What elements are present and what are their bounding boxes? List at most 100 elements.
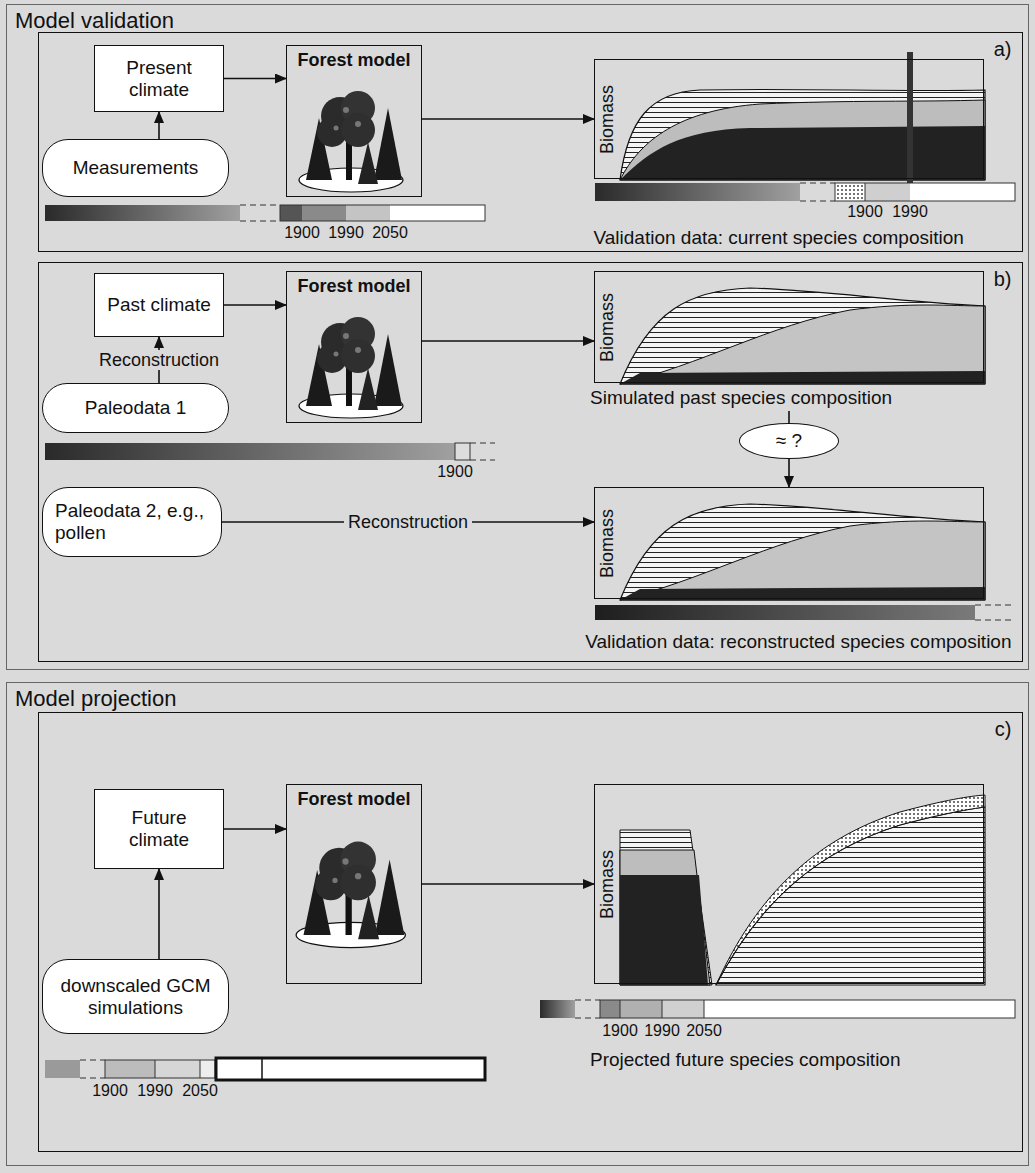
timeline-gap xyxy=(240,221,280,222)
process-box: Future climate xyxy=(94,789,224,869)
axis-label: Biomass xyxy=(597,508,618,577)
biomass-chart: Biomass xyxy=(594,59,984,179)
timeline-segment xyxy=(540,1000,575,1018)
biomass-chart: Biomass xyxy=(594,487,984,599)
model-box: Forest model xyxy=(286,271,422,423)
timeline-bar xyxy=(45,1058,485,1080)
year-label: 1990 xyxy=(644,1022,680,1040)
timeline-tick xyxy=(704,1000,705,1018)
timeline-gap xyxy=(470,443,495,444)
timeline-outline xyxy=(105,1060,215,1078)
biomass-chart-fill xyxy=(620,795,985,985)
chart-frame xyxy=(594,487,984,599)
timeline-outline xyxy=(280,205,485,221)
hatched-band xyxy=(620,288,985,384)
year-label: 1990 xyxy=(137,1082,173,1100)
forest-picture xyxy=(299,91,403,192)
hatched-band xyxy=(620,830,712,985)
connector-label: Reconstruction xyxy=(95,350,223,371)
timeline-gap xyxy=(975,605,1015,606)
connector xyxy=(788,411,790,423)
timeline-bar xyxy=(595,605,1015,620)
connector xyxy=(788,459,790,487)
model-box: Forest model xyxy=(286,45,422,197)
timeline-gap xyxy=(470,460,495,461)
box-text: Measurements xyxy=(73,157,199,179)
timeline-segment xyxy=(105,1060,155,1078)
data-source-box: downscaled GCM simulations xyxy=(42,959,229,1034)
model-heading: Forest model xyxy=(287,50,421,71)
chart-frame xyxy=(594,59,984,179)
chart-frame xyxy=(594,784,984,984)
timeline-gap xyxy=(80,1078,105,1079)
year-label: 1900 xyxy=(437,463,473,481)
grey-band xyxy=(620,850,710,985)
forest-picture xyxy=(299,317,403,418)
connector xyxy=(158,869,160,959)
connector xyxy=(158,112,160,139)
panel-letter: b) xyxy=(994,268,1012,291)
data-source-box: Paleodata 2, e.g., pollen xyxy=(42,487,222,557)
chart-caption: Projected future species composition xyxy=(590,1049,901,1071)
timeline-tick xyxy=(865,183,866,201)
dark-band xyxy=(620,875,708,985)
timeline-segment xyxy=(200,1060,215,1078)
timeline-outline xyxy=(835,183,1015,201)
dotted-band xyxy=(716,795,985,985)
timeline-segment xyxy=(595,183,800,201)
hatched-band xyxy=(620,504,985,600)
data-source-box: Measurements xyxy=(42,139,229,197)
timeline-segment xyxy=(595,605,975,620)
timeline-segment xyxy=(600,1000,620,1018)
box-text: Present climate xyxy=(107,57,211,101)
panel-letter: c) xyxy=(995,718,1012,741)
timeline-outline xyxy=(600,1000,1015,1018)
timeline-segment xyxy=(302,205,346,221)
timeline-segment xyxy=(455,443,470,460)
timeline-tick xyxy=(261,1058,263,1080)
projection-period xyxy=(216,1058,485,1080)
year-label: 1900 xyxy=(602,1022,638,1040)
timeline-segment xyxy=(662,1000,704,1018)
hatched-band xyxy=(620,89,985,180)
timeline-gap xyxy=(800,201,835,202)
box-text: ≈ ? xyxy=(776,430,802,452)
section-heading: Model validation xyxy=(15,8,174,33)
year-label: 1990 xyxy=(892,203,928,221)
timeline-segment xyxy=(865,183,910,201)
timeline-segment xyxy=(346,205,390,221)
chart-frame xyxy=(594,271,984,383)
grey-band xyxy=(620,305,985,384)
panel-note: Validation data: reconstructed species c… xyxy=(585,631,1011,653)
comparison-ellipse: ≈ ? xyxy=(739,423,839,459)
connector xyxy=(224,78,286,80)
timeline-segment xyxy=(704,1000,1015,1018)
connector xyxy=(224,304,286,306)
biomass-chart: BiomassSimulated past species compositio… xyxy=(594,271,984,411)
timeline-bar xyxy=(595,183,1015,201)
connector xyxy=(422,340,594,342)
subpanel: b) Validation data: reconstructed species… xyxy=(38,262,1023,662)
timeline-gap xyxy=(800,183,835,184)
timeline-segment xyxy=(155,1060,200,1078)
timeline-gap xyxy=(80,1060,105,1061)
grey-band xyxy=(620,100,985,180)
panel-note: Validation data: current species composi… xyxy=(594,227,964,249)
year-label: 2050 xyxy=(182,1082,218,1100)
data-source-box: Paleodata 1 xyxy=(42,383,229,433)
year-label: 1990 xyxy=(328,224,364,242)
timeline-segment xyxy=(620,1000,662,1018)
box-text: Past climate xyxy=(107,294,210,316)
biomass-chart-fill xyxy=(620,288,985,384)
timeline-gap xyxy=(575,1000,600,1001)
year-label: 1900 xyxy=(284,224,320,242)
model-heading: Forest model xyxy=(287,276,421,297)
grey-band xyxy=(620,521,985,600)
box-text: Paleodata 2, e.g., pollen xyxy=(55,500,209,544)
timeline-tick xyxy=(200,1060,201,1078)
timeline-tick xyxy=(155,1060,156,1078)
timeline-segment xyxy=(45,205,240,221)
dark-band xyxy=(620,126,985,180)
axis-label: Biomass xyxy=(597,292,618,361)
